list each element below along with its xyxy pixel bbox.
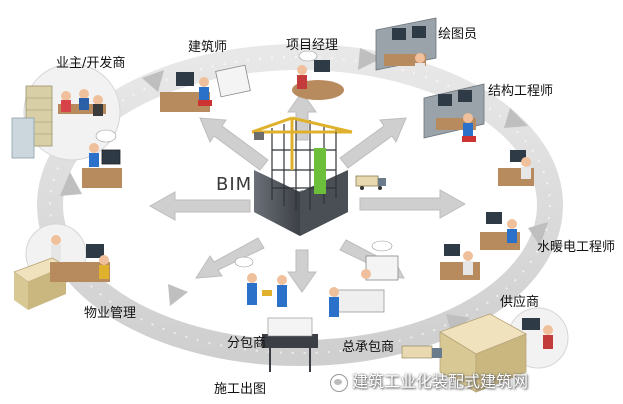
label-owner-developer: 业主/开发商 bbox=[56, 56, 126, 71]
delivery-truck bbox=[355, 175, 386, 190]
owner-vignette bbox=[11, 63, 121, 161]
ring-arrow bbox=[528, 222, 548, 246]
ring-worker-right bbox=[498, 150, 534, 186]
warehouse-vignette bbox=[401, 307, 569, 393]
drafter-vignette bbox=[375, 17, 437, 77]
bim-building bbox=[251, 116, 353, 236]
label-supplier: 供应商 bbox=[500, 295, 540, 310]
arrow-left bbox=[148, 191, 251, 221]
wechat-icon bbox=[330, 373, 348, 392]
ring-arrow bbox=[504, 108, 528, 128]
arrow-down-left bbox=[195, 237, 265, 279]
watermark-text: 建筑工业化装配式建筑网 bbox=[352, 372, 529, 391]
ring-arrow bbox=[60, 172, 82, 196]
plotter-vignette bbox=[262, 317, 318, 372]
label-general-contractor: 总承包商 bbox=[342, 340, 395, 355]
mep-engineer-vignette bbox=[480, 212, 520, 250]
bim-center-label: BIM bbox=[216, 174, 253, 195]
ring-arrow bbox=[358, 48, 382, 70]
label-architect: 建筑师 bbox=[188, 40, 228, 55]
structural-engineer-vignette bbox=[423, 83, 485, 142]
supplier-vignette bbox=[440, 244, 480, 280]
label-structural-engineer: 结构工程师 bbox=[488, 84, 554, 99]
ring-arrow bbox=[168, 284, 188, 306]
arrow-down bbox=[287, 249, 317, 293]
label-drafter: 绘图员 bbox=[438, 27, 478, 42]
subcontractor-vignette bbox=[234, 256, 287, 307]
label-project-manager: 项目经理 bbox=[286, 38, 339, 53]
general-contractor-vignette bbox=[329, 240, 399, 317]
label-mep-engineer: 水暖电工程师 bbox=[537, 240, 616, 255]
label-subcontractor: 分包商 bbox=[227, 336, 267, 351]
architect-vignette bbox=[160, 64, 251, 112]
label-construction-drawing: 施工出图 bbox=[214, 382, 267, 397]
label-property-management: 物业管理 bbox=[84, 306, 137, 321]
arrow-up bbox=[287, 91, 317, 141]
property-management-vignette bbox=[13, 223, 110, 310]
arrow-up-left bbox=[199, 117, 269, 171]
ring-arrow bbox=[142, 70, 164, 92]
project-manager-vignette bbox=[292, 50, 344, 100]
watermark: 建筑工业化装配式建筑网 bbox=[330, 368, 528, 392]
arrow-right bbox=[359, 189, 467, 219]
arrow-up-right bbox=[339, 117, 407, 169]
owner-desk-worker bbox=[82, 129, 122, 188]
